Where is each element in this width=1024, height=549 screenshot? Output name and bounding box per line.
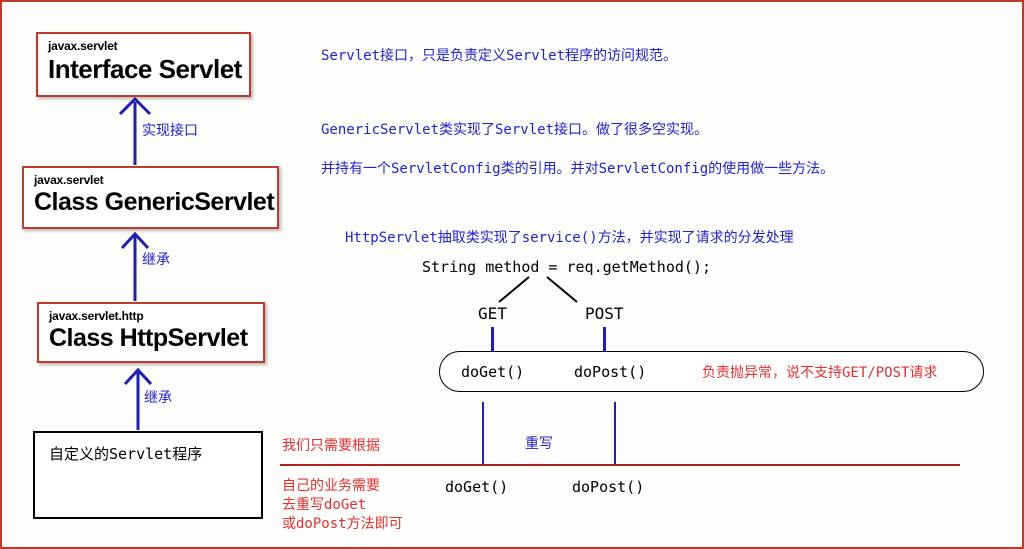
servlet-method-box (439, 351, 984, 392)
package-label: javax.servlet.http (49, 309, 144, 323)
override-method-doget: doGet() (445, 478, 509, 496)
method-box-red-note: 负责抛异常，说不支持GET/POST请求 (702, 365, 938, 381)
note-servlet-interface: Servlet接口，只是负责定义Servlet程序的访问规范。 (321, 48, 678, 64)
override-divider-line (280, 464, 960, 466)
connector-override-doget (482, 402, 484, 465)
branch-label-get: GET (478, 304, 507, 323)
class-box-http-servlet: javax.servlet.http Class HttpServlet (37, 302, 265, 363)
connector-post-to-dopost (603, 327, 606, 353)
arrow-label-implements: 实现接口 (142, 123, 198, 139)
note-http-servlet: HttpServlet抽取类实现了service()方法，并实现了请求的分发处理 (345, 230, 794, 246)
class-box-generic-servlet: javax.servlet Class GenericServlet (22, 166, 279, 229)
custom-servlet-box: 自定义的Servlet程序 (33, 431, 263, 519)
connector-override-dopost (614, 402, 616, 465)
red-annotation-line-3: 或doPost方法即可 (282, 516, 403, 532)
package-label: javax.servlet (34, 173, 104, 187)
class-name-label: Interface Servlet (48, 54, 242, 84)
method-label-doget: doGet() (461, 363, 525, 381)
class-box-interface-servlet: javax.servlet Interface Servlet (36, 32, 251, 97)
override-label: 重写 (525, 436, 553, 452)
class-name-label: Class HttpServlet (49, 324, 248, 352)
connector-get-to-doget (491, 327, 494, 353)
arrow-label-extends-2: 继承 (144, 390, 172, 406)
note-generic-servlet: GenericServlet类实现了Servlet接口。做了很多空实现。 (321, 122, 709, 138)
red-annotation-heading: 我们只需要根据 (282, 438, 380, 454)
override-method-dopost: doPost() (572, 478, 645, 496)
red-annotation-line-2: 去重写doGet (282, 497, 367, 513)
arrow-label-extends-1: 继承 (142, 252, 170, 268)
method-label-dopost: doPost() (574, 363, 647, 381)
package-label: javax.servlet (48, 39, 118, 53)
custom-servlet-label: 自定义的Servlet程序 (49, 445, 203, 463)
class-name-label: Class GenericServlet (34, 188, 275, 216)
red-annotation-line-1: 自己的业务需要 (282, 478, 380, 494)
code-line-getmethod: String method = req.getMethod(); (422, 258, 711, 276)
branch-label-post: POST (585, 304, 624, 323)
note-servlet-config: 并持有一个ServletConfig类的引用。并对ServletConfig的使… (321, 161, 835, 177)
